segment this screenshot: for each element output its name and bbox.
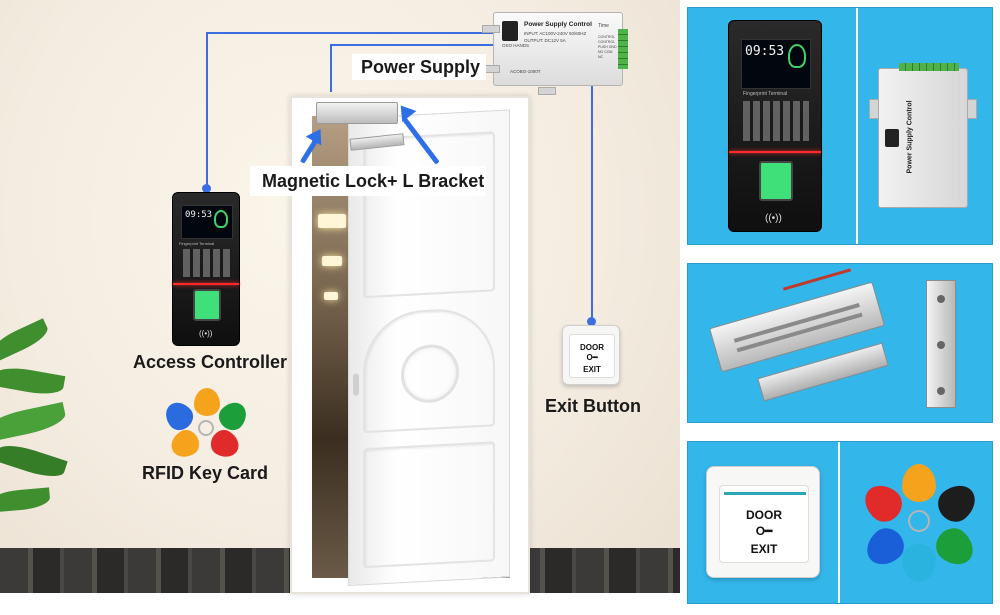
device-caption: Fingerprint Terminal: [179, 241, 215, 246]
panel-exit-rfid: DOOR O━ EXIT: [687, 441, 993, 604]
panel-controller-psu: 09:53 Fingerprint Terminal ((•)) Power S…: [687, 7, 993, 245]
panel-exit-button: DOOR O━ EXIT: [706, 466, 820, 578]
exit-exit-text: EXIT: [583, 365, 601, 374]
panel-device-time: 09:53: [745, 44, 785, 59]
panel-key-icon: O━: [755, 524, 773, 538]
panel-rfid-keyfobs: [857, 464, 983, 584]
label-magnetic-lock: Magnetic Lock+ L Bracket: [262, 171, 485, 191]
panel-maglock: [687, 263, 993, 423]
panel-power-supply: Power Supply Control: [869, 63, 977, 208]
psu-title: Power Supply Control: [524, 21, 592, 28]
brand-logo-icon: [502, 21, 518, 41]
exit-door-text: DOOR: [580, 343, 604, 352]
key-icon: O━: [586, 353, 598, 362]
panel-lock-wire: [782, 268, 852, 291]
floor-strip: [0, 593, 680, 615]
panel-exit-exit-text: EXIT: [750, 542, 778, 556]
magnetic-lock: [316, 102, 398, 124]
psu-input: INPUT: AC100V-240V 50/60HZ: [524, 31, 587, 36]
label-power-supply: Power Supply: [361, 57, 481, 77]
panel-brand-logo-icon: [885, 129, 899, 147]
psu-time: Time: [598, 23, 609, 29]
label-exit-button: Exit Button: [545, 396, 641, 416]
psu-model: ACOBO-1000T: [510, 69, 541, 74]
access-controller-device: 09:53 Fingerprint Terminal ((•)): [172, 192, 240, 346]
exit-button-device: DOOR O━ EXIT: [562, 325, 620, 385]
panel-fingerprint-sensor: [759, 161, 793, 201]
installation-scene: Power Supply Control OSO HANDS INPUT: AC…: [0, 0, 680, 615]
fingerprint-icon: [214, 210, 228, 228]
panel-access-controller: 09:53 Fingerprint Terminal ((•)): [728, 20, 822, 232]
panel-keypad: [743, 101, 809, 141]
psu-terminal-labels: CONTROL CONTROL PUSH GND NO COM NC: [598, 35, 617, 59]
psu-brand: OSO HANDS: [502, 43, 530, 48]
label-access-controller: Access Controller: [133, 352, 288, 372]
panel-exit-door-text: DOOR: [746, 508, 782, 522]
panel-rfid-icon: ((•)): [765, 213, 782, 224]
device-screen: 09:53: [181, 205, 233, 239]
rfid-icon: ((•)): [199, 329, 213, 338]
fingerprint-sensor: [193, 289, 221, 321]
psu-output: OUTPUT: DC12V 5A: [524, 38, 566, 43]
power-supply-unit: Power Supply Control OSO HANDS INPUT: AC…: [482, 12, 628, 95]
panel-fingerprint-icon: [788, 44, 806, 68]
panel-l-bracket: [926, 280, 956, 408]
device-time: 09:53: [185, 210, 213, 220]
panel-device-caption: Fingerprint Terminal: [743, 91, 788, 97]
panel-terminal-block: [899, 63, 959, 71]
keypad: [183, 249, 231, 277]
terminal-block: [618, 29, 628, 69]
door-handle: [353, 373, 359, 396]
label-rfid-card: RFID Key Card: [142, 463, 269, 483]
panel-psu-title: Power Supply Control: [906, 100, 914, 174]
rfid-keyfob-cluster: [160, 388, 252, 463]
